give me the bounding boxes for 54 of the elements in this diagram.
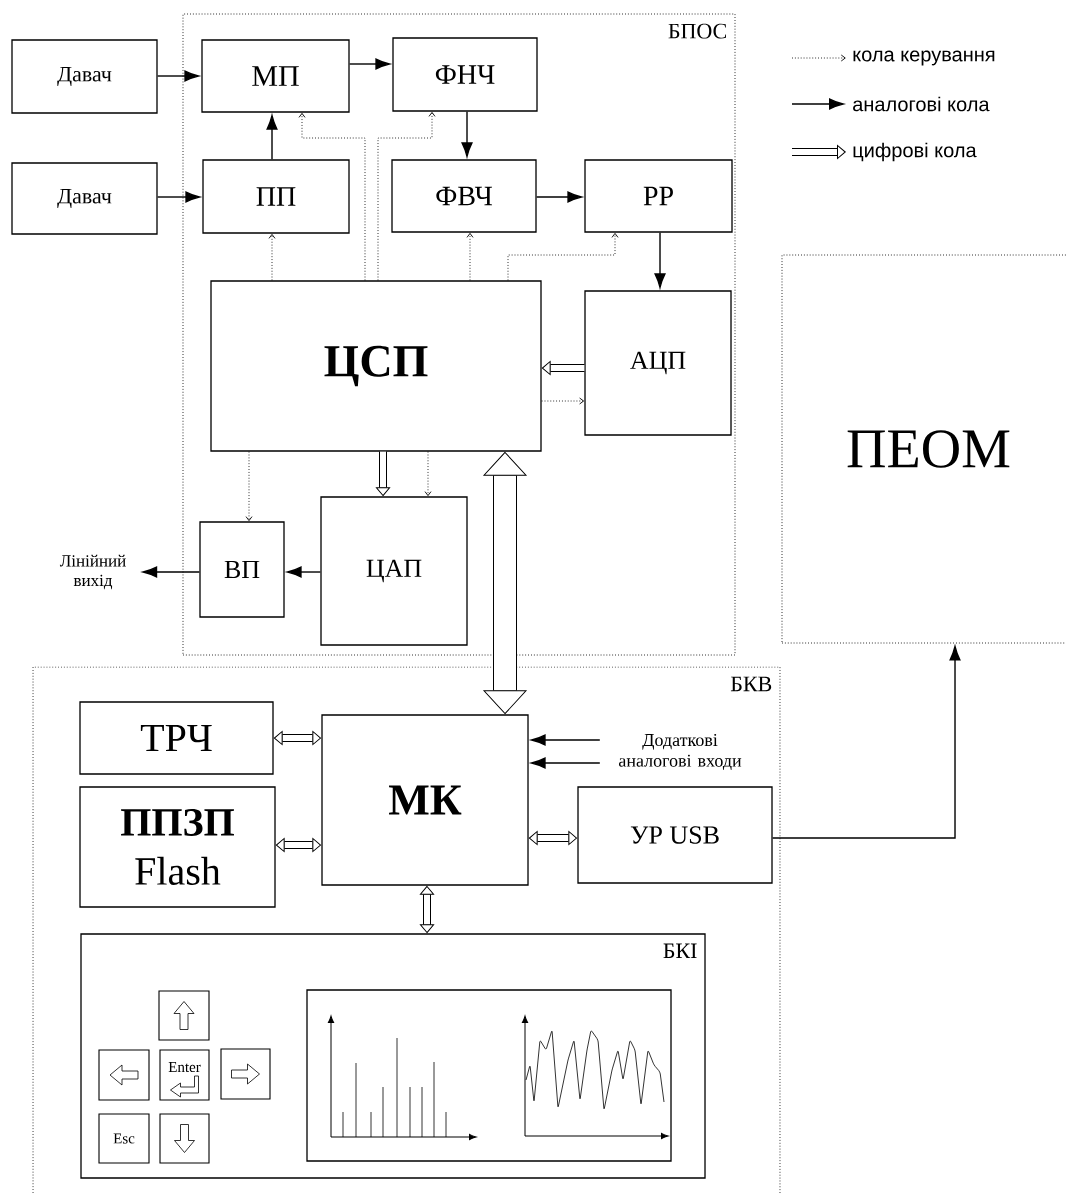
bus-arrow: [483, 451, 527, 715]
bus-arrow: [275, 838, 322, 853]
signal-arrow: [771, 645, 961, 839]
control-arrow: [541, 397, 585, 405]
control-arrow: [424, 451, 432, 497]
control-arrow: [377, 111, 436, 281]
bus-arrow: [541, 360, 585, 376]
signal-arrow: [461, 110, 473, 157]
block-box: РР: [584, 159, 733, 233]
block-box: ППЗП Flash: [79, 786, 276, 908]
bus-arrow: [375, 451, 391, 497]
block-box: ФНЧ: [392, 37, 538, 112]
block-box: Давач: [11, 39, 158, 114]
block-box: Давач: [11, 162, 158, 235]
control-arrow: [245, 451, 253, 522]
legend-text: кола керування: [853, 50, 995, 66]
bus-arrow: [419, 885, 435, 934]
key-button: Esc: [98, 1113, 150, 1164]
legend-text: аналогові кола: [853, 96, 990, 112]
signal-arrow: [531, 757, 601, 769]
key-button: [220, 1048, 271, 1100]
signal-arrow: [535, 191, 582, 203]
block-box: ТРЧ: [79, 701, 274, 775]
signal-arrow: [142, 566, 201, 578]
bus-arrow: [528, 831, 578, 846]
signal-arrow: [287, 566, 322, 578]
key-button: Enter: [159, 1049, 210, 1101]
block-box: ФВЧ: [391, 159, 537, 233]
side-text: Лінійний вихід: [59, 554, 126, 590]
block-box: ЦСП: [210, 280, 542, 452]
key-button: [159, 1113, 210, 1164]
signal-arrow: [531, 734, 601, 746]
signal-arrow: [654, 231, 666, 288]
legend-text: цифрові кола: [853, 142, 977, 162]
block-box: УР USB: [577, 786, 773, 884]
key-button: [158, 990, 210, 1041]
signal-arrow: [156, 191, 200, 203]
signal-arrow: [266, 115, 278, 161]
block-box: ПП: [202, 159, 350, 234]
key-button: [98, 1049, 150, 1101]
block-box: АЦП: [584, 290, 732, 436]
control-arrow: [507, 232, 619, 281]
signal-arrow: [348, 58, 390, 70]
computer-block: ПЕОМ: [781, 254, 1066, 644]
control-arrow: [466, 232, 474, 281]
bus-arrow: [273, 731, 322, 746]
side-text: Додаткові аналогові входи: [619, 733, 742, 771]
control-arrow: [268, 233, 276, 281]
block-box: ЦАП: [320, 496, 468, 646]
control-arrow: [298, 112, 366, 281]
block-box: МК: [321, 714, 529, 886]
signal-arrow: [156, 70, 199, 82]
block-box: МП: [201, 39, 350, 113]
block-box: ВП: [199, 521, 285, 618]
